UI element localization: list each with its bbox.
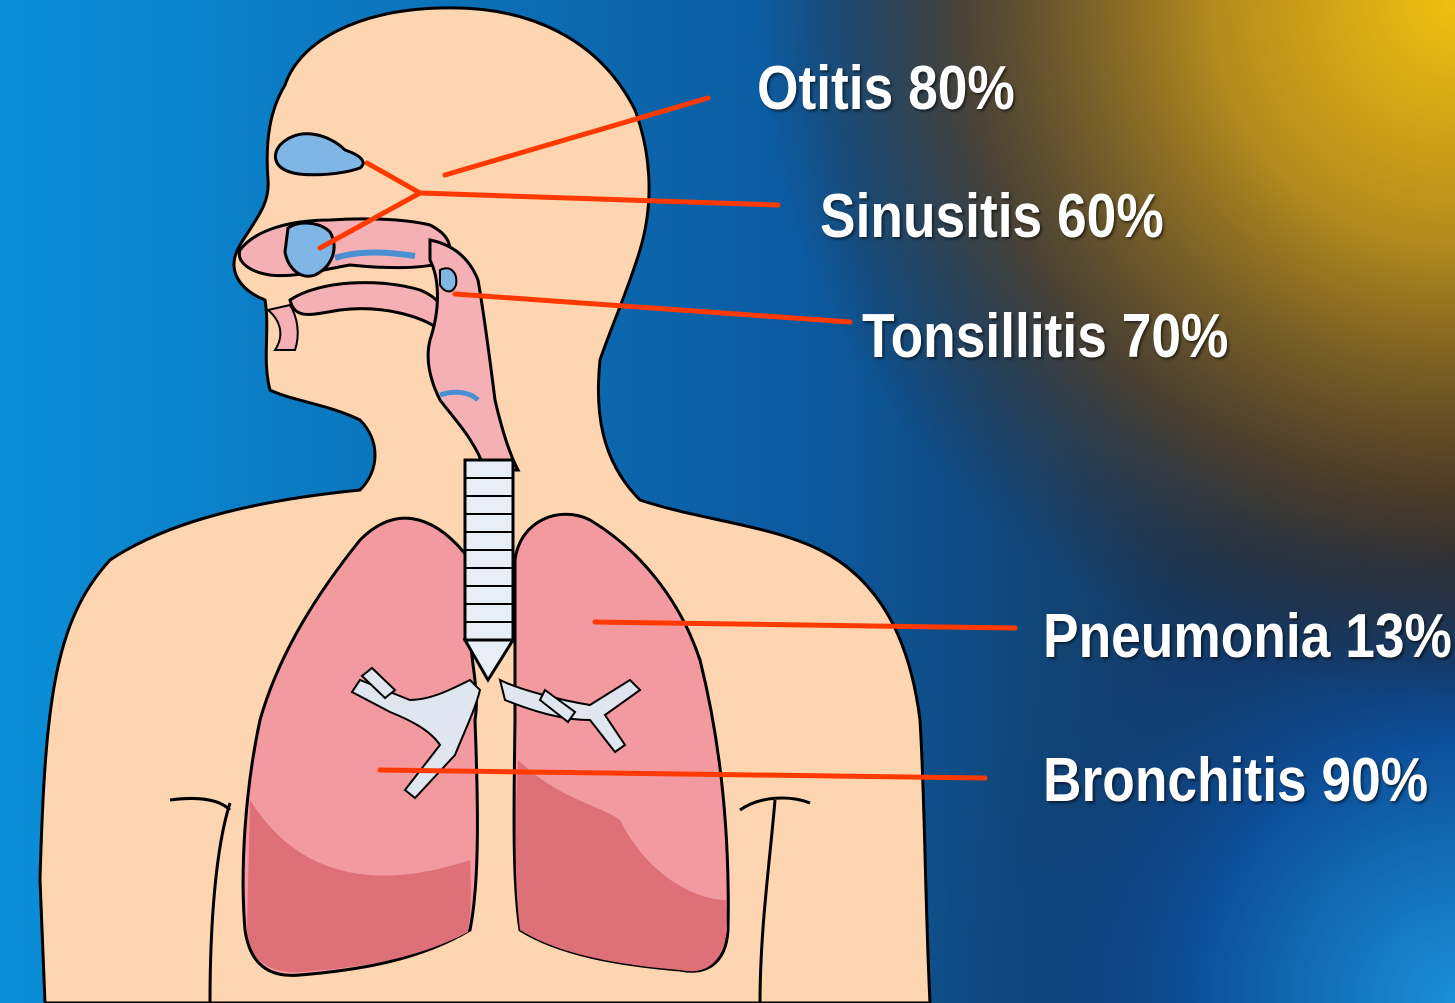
tonsil bbox=[440, 268, 456, 291]
label-pneumonia: Pneumonia 13% bbox=[1043, 606, 1452, 668]
label-tonsillitis: Tonsillitis 70% bbox=[862, 306, 1228, 368]
label-sinusitis: Sinusitis 60% bbox=[820, 186, 1164, 248]
maxillary-sinus bbox=[285, 223, 334, 276]
label-otitis: Otitis 80% bbox=[757, 58, 1015, 120]
label-bronchitis: Bronchitis 90% bbox=[1043, 750, 1428, 812]
